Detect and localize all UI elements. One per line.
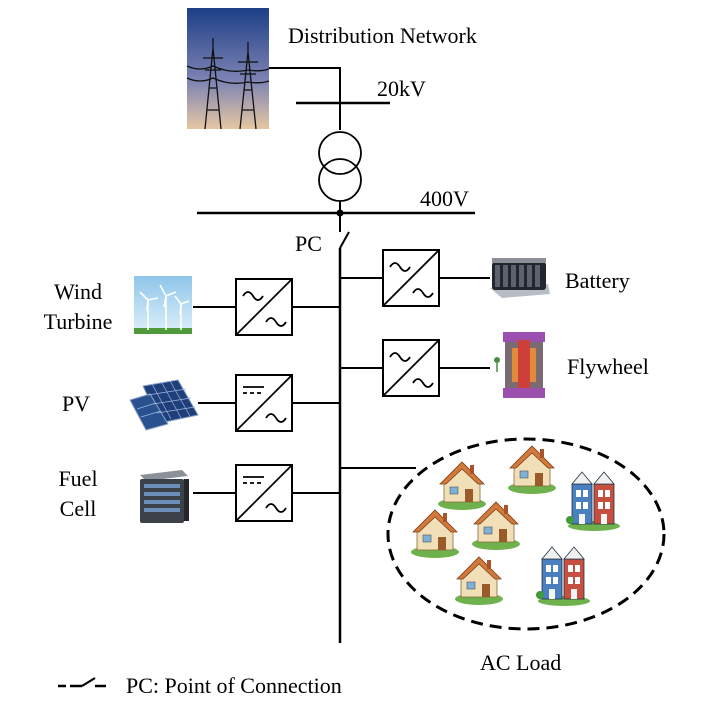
- townhouse-icon: [565, 471, 621, 532]
- power-tower-photo-icon: [186, 8, 270, 130]
- battery-label: Battery: [565, 268, 630, 293]
- transformer-icon: [318, 131, 362, 202]
- fuel-label-line2: Cell: [60, 496, 97, 521]
- fuel-dc-ac-converter[interactable]: [235, 464, 293, 522]
- pc-switch-icon[interactable]: [339, 213, 350, 249]
- battery-ac-dc-converter[interactable]: [382, 249, 440, 307]
- flywheel-label: Flywheel: [567, 354, 649, 379]
- fuel-label-line1: Fuel: [58, 466, 97, 491]
- wind-turbine-icon: [134, 276, 192, 334]
- battery-bank-icon: [490, 258, 550, 298]
- pv-dc-ac-converter[interactable]: [235, 374, 293, 432]
- wind-label-line2: Turbine: [44, 309, 113, 334]
- flywheel-icon: [494, 332, 545, 398]
- house-icon: [454, 556, 504, 606]
- solar-panel-icon: [129, 379, 199, 431]
- house-icon: [410, 509, 460, 559]
- pv-label: PV: [62, 391, 90, 416]
- ac-load-boundary: [386, 437, 666, 631]
- legend-label: PC: Point of Connection: [126, 673, 342, 698]
- house-icon: [507, 445, 557, 495]
- wind-ac-ac-converter[interactable]: [235, 278, 293, 336]
- ac-load-label: AC Load: [480, 650, 561, 675]
- house-icon: [437, 461, 487, 511]
- hv-voltage-label: 20kV: [377, 76, 426, 101]
- distribution-network-label: Distribution Network: [288, 23, 477, 48]
- feeder-wire: [269, 67, 341, 130]
- legend-switch-symbol: [58, 677, 106, 688]
- house-icon: [471, 501, 521, 551]
- pc-label: PC: [295, 231, 322, 256]
- lv-voltage-label: 400V: [420, 186, 469, 211]
- fuel-cell-icon: [140, 470, 189, 523]
- townhouse-icon: [535, 546, 591, 607]
- flywheel-ac-ac-converter[interactable]: [382, 339, 440, 397]
- wind-label-line1: Wind: [54, 279, 102, 304]
